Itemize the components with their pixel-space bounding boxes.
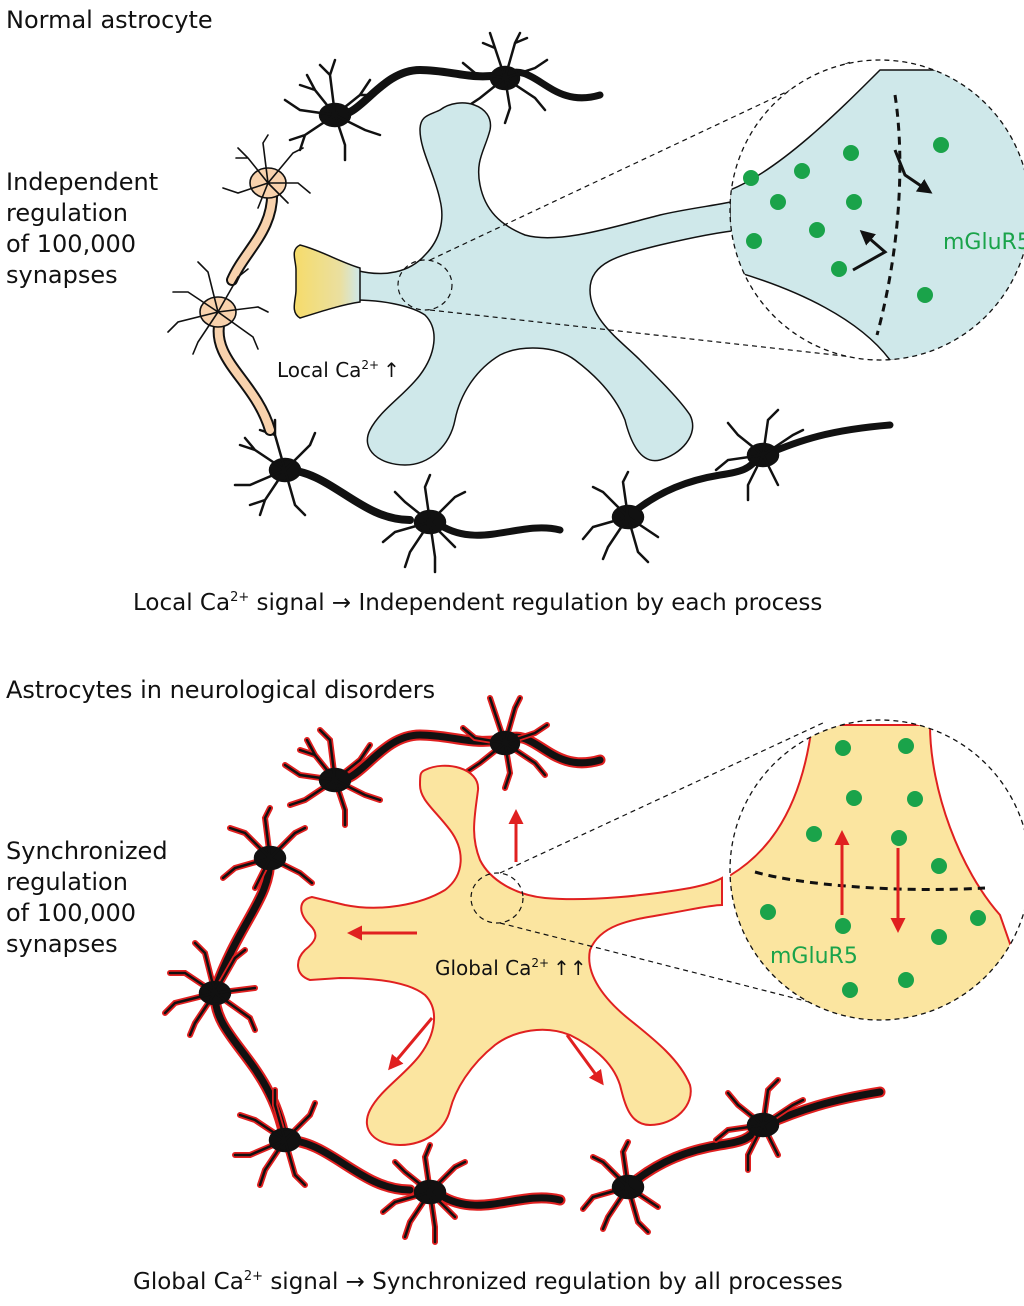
receptor-arrows-normal bbox=[852, 149, 933, 272]
zoom-marker-disorder bbox=[470, 872, 524, 924]
neuron-body-4 bbox=[381, 473, 467, 574]
neuron-body-3 bbox=[233, 418, 317, 517]
local-ca-label: Local Ca2+↑ bbox=[277, 358, 400, 382]
panel-disorder: Astrocytes in neurological disorders Syn… bbox=[6, 676, 1024, 1295]
side-text-disorder: Synchronized regulation of 100,000 synap… bbox=[6, 837, 168, 958]
neurons-overactive-bodies bbox=[162, 695, 806, 1245]
zoom-circle-normal bbox=[729, 59, 1024, 361]
receptor-label-normal: mGluR5 bbox=[943, 230, 1024, 255]
receptor-dots-disorder bbox=[760, 738, 986, 998]
side-text-normal: Independent regulation of 100,000 synaps… bbox=[6, 168, 158, 289]
receptor-label-disorder: mGluR5 bbox=[770, 944, 858, 969]
panel-normal: Normal astrocyte Independent regulation … bbox=[6, 6, 1024, 616]
side-line-4: synapses bbox=[6, 261, 118, 289]
side-line-3: of 100,000 bbox=[6, 899, 136, 927]
zoom-marker-normal bbox=[397, 259, 453, 311]
caption-normal: Local Ca2+ signal → Independent regulati… bbox=[133, 590, 822, 616]
neuron-body-6 bbox=[714, 408, 805, 502]
astrocyte-disorder bbox=[297, 764, 723, 1147]
panel-title-disorder: Astrocytes in neurological disorders bbox=[6, 676, 435, 704]
neuron-body-1 bbox=[283, 58, 382, 162]
astrocyte-tip-active bbox=[293, 244, 361, 319]
outward-arrows bbox=[347, 809, 604, 1086]
neuron-body-2 bbox=[461, 31, 549, 125]
side-line-4: synapses bbox=[6, 930, 118, 958]
zoom-line-upper bbox=[499, 721, 826, 874]
side-line-1: Synchronized bbox=[6, 837, 168, 865]
side-line-2: regulation bbox=[6, 868, 128, 896]
neuron-body-5 bbox=[581, 470, 660, 564]
side-line-2: regulation bbox=[6, 199, 128, 227]
global-ca-label: Global Ca2+↑↑ bbox=[435, 956, 587, 980]
zoom-line-lower bbox=[429, 309, 881, 361]
panel-title-normal: Normal astrocyte bbox=[6, 6, 213, 34]
astrocyte-normal bbox=[299, 102, 741, 466]
receptor-dots-normal bbox=[743, 137, 949, 303]
neurons-active bbox=[167, 134, 311, 436]
receptor-arrows-disorder bbox=[834, 830, 906, 933]
zoom-circle-disorder bbox=[729, 719, 1024, 1021]
caption-disorder: Global Ca2+ signal → Synchronized regula… bbox=[133, 1269, 843, 1295]
side-line-1: Independent bbox=[6, 168, 158, 196]
side-line-3: of 100,000 bbox=[6, 230, 136, 258]
